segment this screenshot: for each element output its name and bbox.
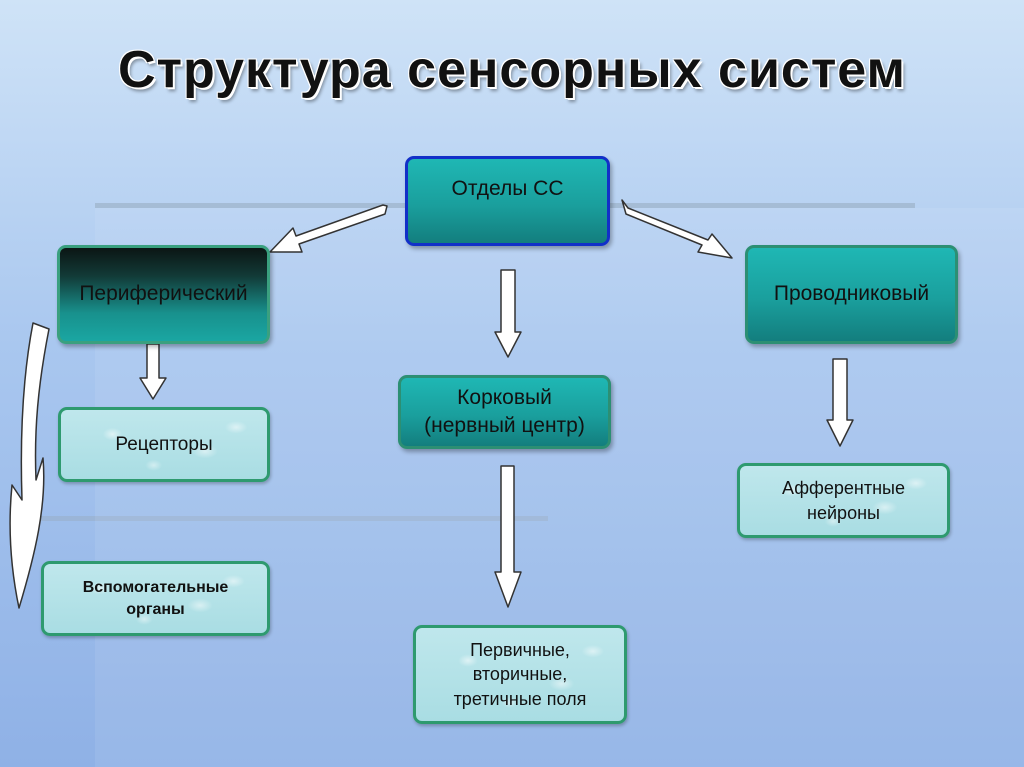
arrow-root-to-conductive [621,199,733,259]
node-receptors: Рецепторы [58,407,270,482]
arrow-cortical-to-fields [494,465,522,608]
node-conductive-label: Проводниковый [773,282,930,306]
background-strip-middle [40,516,548,521]
node-fields-line2: вторичные, [472,664,568,685]
node-afferent-line2: нейроны [807,502,880,523]
arrow-root-to-cortical [494,269,522,358]
arrow-conductive-to-afferent [826,358,854,447]
node-cortical-line1: Корковый [457,385,552,409]
node-root-label: Отделы СС [451,177,564,200]
node-afferent: Афферентные нейроны [737,463,950,538]
node-auxiliary-line2: органы [126,600,185,618]
node-auxiliary: Вспомогательные органы [41,561,270,636]
node-cortical-line2: (нервный центр) [424,414,585,437]
node-receptors-label: Рецепторы [115,433,213,455]
slide-title: Структура сенсорных систем [117,41,907,99]
node-cortical: Корковый (нервный центр) [398,375,611,449]
node-fields: Первичные, вторичные, третичные поля [413,625,627,724]
node-afferent-line1: Афферентные [782,478,905,499]
arrow-peripheral-to-receptors [139,343,167,400]
node-auxiliary-line1: Вспомогательные [82,578,229,596]
node-fields-line3: третичные поля [453,688,587,709]
node-root: Отделы СС [405,156,610,246]
node-fields-line1: Первичные, [470,640,570,661]
node-peripheral-label: Периферический [79,282,248,306]
node-conductive: Проводниковый [745,245,958,344]
arrow-peripheral-to-auxiliary [9,322,50,609]
node-peripheral: Периферический [57,245,270,344]
arrow-root-to-peripheral [269,204,388,253]
